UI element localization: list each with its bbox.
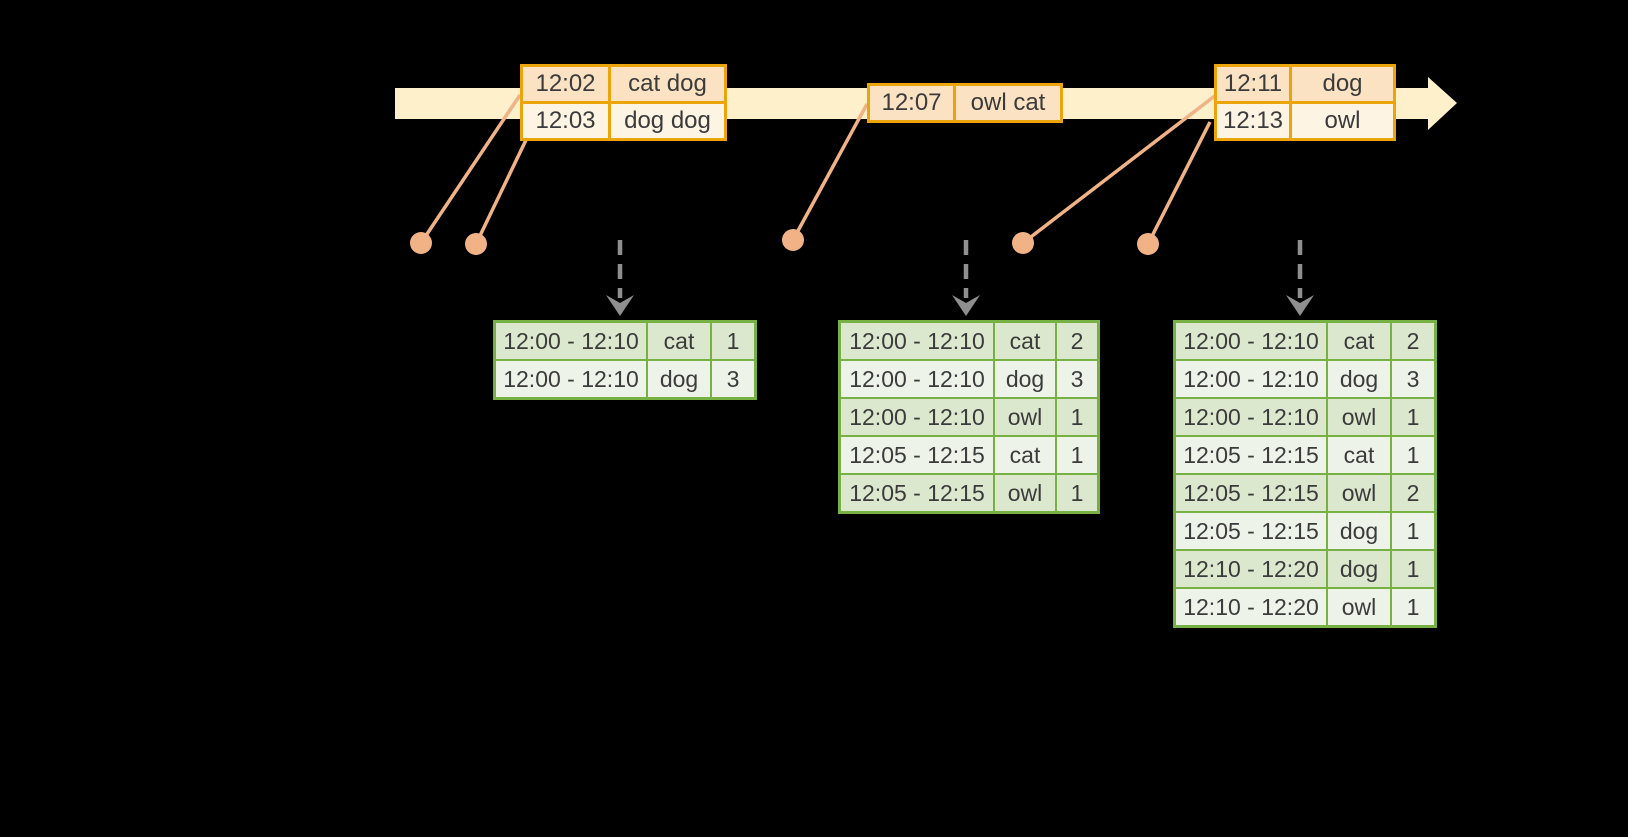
table-cell: 2	[1057, 323, 1097, 359]
table-cell: 1	[712, 323, 754, 359]
table-cell: cat	[995, 323, 1055, 359]
table-cell: owl	[995, 399, 1055, 435]
event-dot	[1137, 233, 1159, 255]
table-cell: cat	[648, 323, 710, 359]
table-cell: 12:00 - 12:10	[1176, 361, 1326, 397]
table-cell: dog	[1328, 361, 1390, 397]
table-cell: 12:05 - 12:15	[1176, 475, 1326, 511]
table-cell: 12:00 - 12:10	[1176, 399, 1326, 435]
connector-lines	[419, 93, 1218, 245]
table-cell: 1	[1392, 551, 1434, 587]
connector-line	[791, 103, 869, 241]
connector-line	[1146, 121, 1212, 245]
event-dot	[410, 232, 432, 254]
down-arrow-icon	[1286, 295, 1314, 316]
table-cell: 2	[1392, 323, 1434, 359]
table-cell: 1	[1057, 475, 1097, 511]
table-cell: cat dog	[611, 67, 724, 101]
table-cell: 12:00 - 12:10	[1176, 323, 1326, 359]
table-cell: cat	[995, 437, 1055, 473]
table-cell: owl	[1328, 475, 1390, 511]
table-cell: owl	[995, 475, 1055, 511]
table-cell: 12:10 - 12:20	[1176, 589, 1326, 625]
table-cell: dog dog	[611, 104, 724, 138]
table-cell: 12:11	[1217, 67, 1289, 101]
table-cell: dog	[1292, 67, 1393, 101]
table-cell: owl	[1328, 589, 1390, 625]
table-cell: 1	[1057, 437, 1097, 473]
table-cell: 12:00 - 12:10	[496, 361, 646, 397]
table-cell: owl	[1328, 399, 1390, 435]
table-cell: 12:00 - 12:10	[841, 361, 993, 397]
table-cell: 12:03	[523, 104, 608, 138]
table-cell: owl cat	[956, 86, 1060, 120]
table-cell: owl	[1292, 104, 1393, 138]
table-cell: 1	[1392, 399, 1434, 435]
table-cell: 12:00 - 12:10	[841, 399, 993, 435]
table-cell: 3	[1057, 361, 1097, 397]
table-cell: 3	[712, 361, 754, 397]
trigger-arrows	[617, 240, 1303, 298]
table-cell: 12:10 - 12:20	[1176, 551, 1326, 587]
table-cell: 1	[1392, 513, 1434, 549]
event-dot	[1012, 232, 1034, 254]
table-cell: dog	[1328, 551, 1390, 587]
table-cell: dog	[648, 361, 710, 397]
down-arrow-icon	[952, 295, 980, 316]
event-dot	[782, 229, 804, 251]
event-dot	[465, 233, 487, 255]
table-cell: dog	[995, 361, 1055, 397]
connector-line	[474, 139, 528, 245]
table-cell: 12:05 - 12:15	[1176, 513, 1326, 549]
connector-line	[1021, 93, 1218, 245]
table-cell: 1	[1392, 589, 1434, 625]
table-cell: 12:05 - 12:15	[841, 475, 993, 511]
down-arrow-icon	[606, 295, 634, 316]
table-cell: 1	[1392, 437, 1434, 473]
table-cell: 12:07	[870, 86, 953, 120]
trigger-arrow-heads	[606, 295, 1314, 316]
table-cell: 12:13	[1217, 104, 1289, 138]
table-cell: 1	[1057, 399, 1097, 435]
table-cell: 12:05 - 12:15	[841, 437, 993, 473]
table-cell: 12:00 - 12:10	[841, 323, 993, 359]
timeline-right-arrow-icon	[1428, 77, 1457, 130]
table-cell: cat	[1328, 437, 1390, 473]
connector-line	[419, 94, 522, 244]
table-cell: 12:00 - 12:10	[496, 323, 646, 359]
event-dots	[410, 229, 1159, 255]
table-cell: cat	[1328, 323, 1390, 359]
table-cell: 12:05 - 12:15	[1176, 437, 1326, 473]
table-cell: dog	[1328, 513, 1390, 549]
table-cell: 3	[1392, 361, 1434, 397]
table-cell: 12:02	[523, 67, 608, 101]
table-cell: 2	[1392, 475, 1434, 511]
